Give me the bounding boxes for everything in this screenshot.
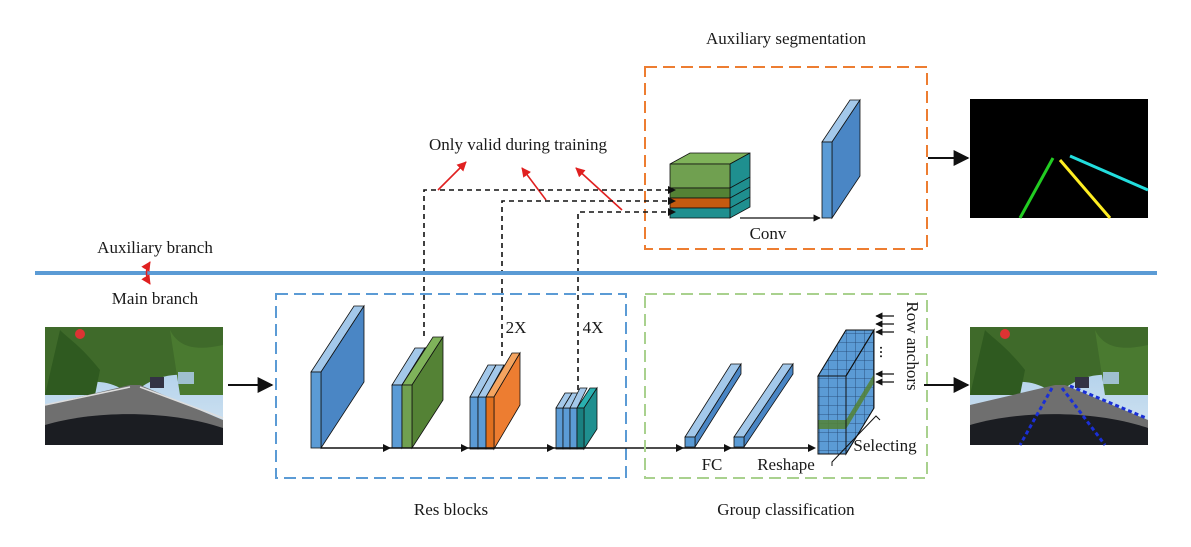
concatenated-feature-stack: [669, 152, 751, 219]
segmentation-output-image: [970, 99, 1149, 219]
res-block-3: [469, 351, 521, 451]
auxiliary-segmentation-title: Auxiliary segmentation: [706, 29, 867, 48]
res-block-4: [555, 386, 598, 451]
red-arrow-2: [521, 167, 547, 201]
conv-label: Conv: [750, 224, 787, 243]
res-blocks-box: [275, 293, 627, 479]
res-block-2: [391, 335, 444, 450]
branch-double-arrow: [141, 261, 151, 285]
dashed-connections: [423, 189, 668, 390]
upsample-2x-label: 2X: [506, 318, 527, 337]
reshape-label: Reshape: [757, 455, 815, 474]
upsample-4x-label: 4X: [583, 318, 604, 337]
selecting-bracket: [831, 415, 881, 466]
group-classification-label: Group classification: [717, 500, 855, 519]
main-flow-arrowheads: [383, 444, 816, 452]
classification-grid: [817, 328, 875, 456]
row-anchor-dots: ...: [876, 346, 895, 359]
row-anchors-label: Row anchors: [903, 301, 922, 390]
red-arrow-3: [575, 167, 623, 211]
row-anchor-arrows: [875, 312, 894, 386]
conv-output-slab: [821, 98, 861, 220]
red-arrow-1: [437, 161, 467, 191]
res-blocks-label: Res blocks: [414, 500, 488, 519]
auxiliary-branch-label: Auxiliary branch: [97, 238, 213, 257]
auxiliary-segmentation-box: [644, 66, 928, 250]
input-road-image: [44, 327, 224, 445]
main-branch-label: Main branch: [112, 289, 199, 308]
group-classification-box: [644, 293, 928, 479]
fc-label: FC: [702, 455, 723, 474]
dashed-arrowheads: [668, 186, 676, 216]
res-block-1: [310, 304, 365, 450]
selecting-label: Selecting: [853, 436, 917, 455]
fc-layer: [684, 362, 742, 449]
lane-detection-output-image: [970, 327, 1148, 446]
reshape-layer: [733, 362, 794, 449]
only-valid-label: Only valid during training: [429, 135, 608, 154]
